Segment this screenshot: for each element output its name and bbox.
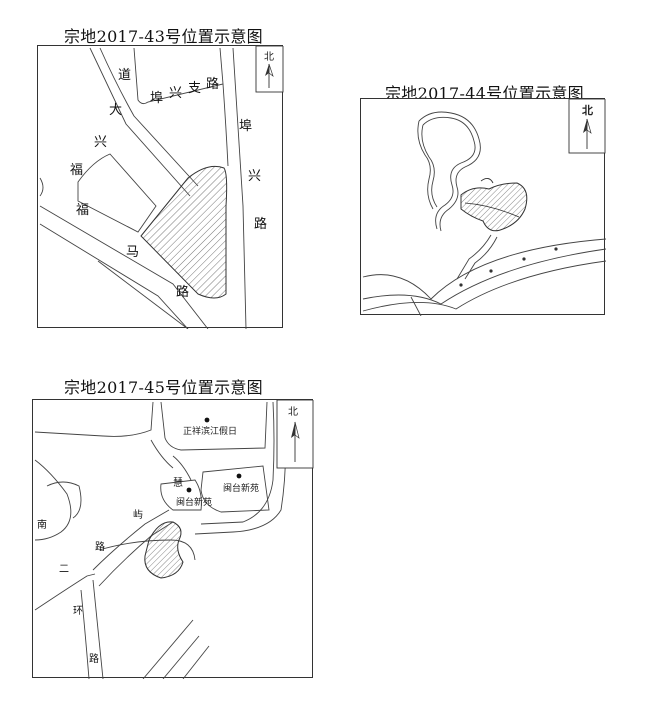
road-ma-b (39, 223, 189, 329)
highway-edge-a (362, 238, 606, 300)
block-east (200, 465, 270, 513)
river-west-b (421, 124, 438, 208)
road-ring-c (80, 589, 90, 679)
road-label: 路 (254, 216, 267, 232)
road-link-a (456, 234, 492, 280)
road-ring-b (92, 579, 104, 679)
block-top (160, 401, 268, 451)
road-label: 兴 (94, 135, 107, 150)
road-ring-a (34, 573, 96, 611)
road-label: 兴 (248, 169, 261, 184)
river-loop-outer (418, 111, 481, 232)
parcel-45 (144, 521, 184, 579)
road-ma-c (97, 260, 189, 329)
road-label: 路 (95, 540, 105, 553)
road-east-a (200, 401, 275, 525)
north-arrow-45: 北 (276, 400, 314, 469)
road-label: 马 (126, 245, 139, 260)
road-edge-a (89, 47, 191, 197)
road-label: 二 (59, 564, 69, 575)
north-label: 北 (288, 406, 298, 418)
river-west-a (417, 120, 434, 210)
bank-left-inner (46, 481, 82, 519)
map-45-title: 宗地2017-45号位置示意图 (64, 378, 263, 397)
poi-dot (236, 473, 242, 479)
highway-ramp (410, 296, 422, 316)
map-43-canvas: 道 大 兴 福 福 埠 兴 支 路 埠 兴 路 马 路 北 (39, 46, 284, 329)
bank-left (34, 459, 72, 541)
highway-edge-b (362, 248, 606, 305)
map-43-title: 宗地2017-43号位置示意图 (64, 27, 263, 46)
road-center-a (172, 455, 192, 481)
road-label: 大 (109, 103, 122, 118)
block-top (133, 47, 224, 105)
road-label: 埠 (150, 91, 163, 106)
road-label: 兴 (169, 86, 182, 101)
road-label: 福 (76, 203, 89, 218)
road-label: 屿 (133, 509, 143, 521)
road-label: 福 (70, 163, 83, 178)
north-arrow-44: 北 (568, 99, 606, 154)
poi-dot (186, 487, 192, 493)
road-label: 慧 (173, 476, 183, 489)
road-se-a (142, 619, 194, 679)
poi-label: 闽台新苑 (176, 496, 212, 508)
road-label: 路 (89, 652, 99, 665)
road-ma-a (39, 205, 209, 329)
road-label: 南 (37, 518, 47, 531)
road-label: 环 (73, 606, 83, 617)
road-label: 路 (176, 284, 189, 300)
road-label: 埠 (239, 119, 252, 134)
road-label: 支 (188, 81, 201, 96)
poi-label: 正祥滨江假日 (183, 425, 237, 437)
map-44-frame: 北 (360, 98, 606, 316)
map-44-canvas: 北 (362, 99, 606, 316)
block-left (77, 153, 157, 233)
road-edge-b (99, 47, 199, 187)
road-label: 道 (118, 68, 131, 83)
road-link-b (464, 236, 498, 280)
parcel-44 (460, 182, 528, 232)
road-fu-b (232, 47, 247, 329)
north-label: 北 (582, 103, 593, 117)
block-west (160, 479, 202, 511)
road-center-b (150, 439, 174, 469)
highway-edge-c (362, 260, 606, 312)
map-43-frame: 道 大 兴 福 福 埠 兴 支 路 埠 兴 路 马 路 北 (37, 45, 284, 329)
north-arrow-43: 北 (255, 46, 284, 93)
north-label: 北 (264, 51, 274, 63)
parcel-43 (140, 165, 228, 299)
road-se-b (162, 635, 200, 679)
road-label: 路 (206, 76, 219, 92)
corner-curve (39, 177, 44, 197)
river-loop-inner (422, 116, 476, 230)
block-top-left (34, 401, 154, 437)
road-fu-a (222, 83, 229, 167)
road-se-c (182, 645, 210, 679)
map-45-canvas: 正祥滨江假日 闽台新苑 闽台新苑 慧 屿 路 南 二 环 路 北 (34, 400, 314, 679)
map-45-frame: 正祥滨江假日 闽台新苑 闽台新苑 慧 屿 路 南 二 环 路 北 (32, 399, 314, 679)
poi-label: 闽台新苑 (223, 482, 259, 494)
poi-dot (204, 417, 210, 423)
